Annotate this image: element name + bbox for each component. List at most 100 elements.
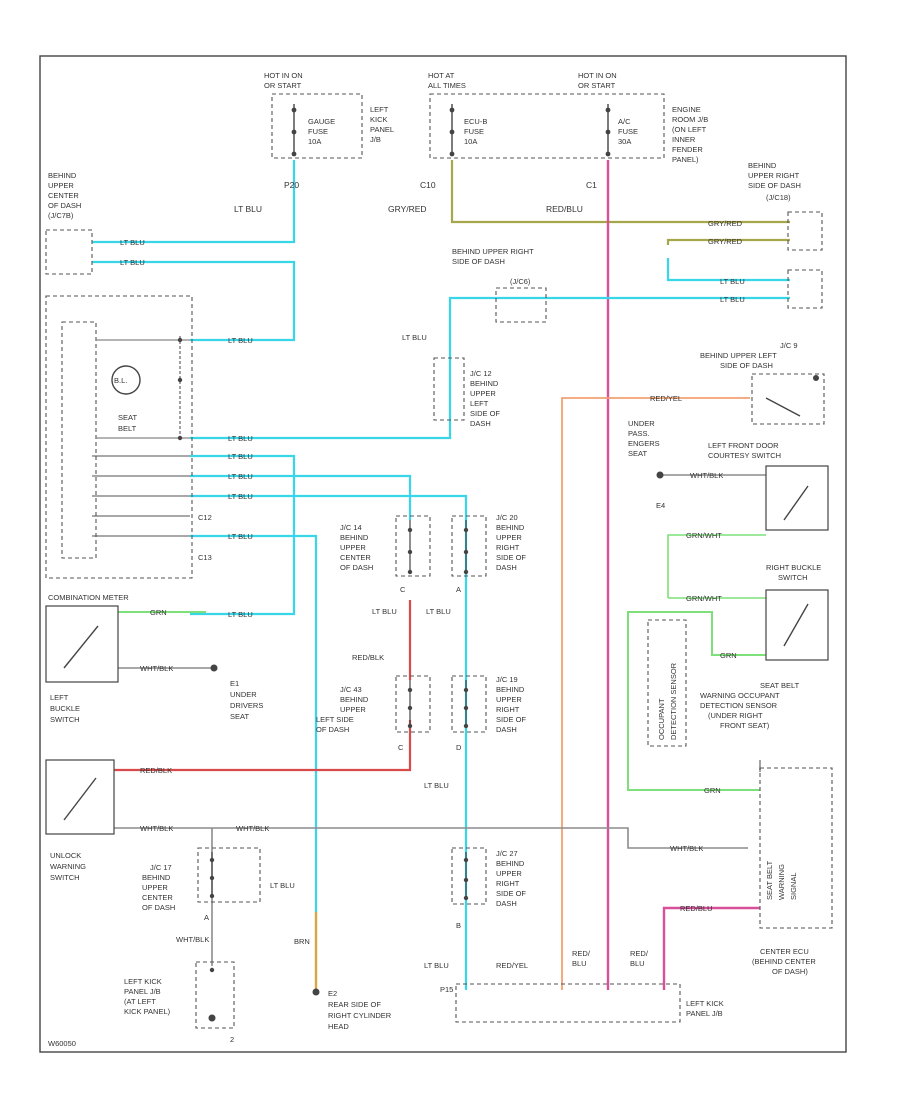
wire-red-blu-2 bbox=[662, 906, 760, 990]
svg-text:LT BLU: LT BLU bbox=[228, 610, 253, 619]
wire-grn-occ bbox=[627, 611, 766, 791]
wire-lt-blu-5 bbox=[190, 494, 468, 990]
svg-text:UNLOCK: UNLOCK bbox=[50, 851, 81, 860]
svg-text:(UNDER RIGHT: (UNDER RIGHT bbox=[708, 711, 763, 720]
svg-text:SIDE OF DASH: SIDE OF DASH bbox=[748, 181, 801, 190]
svg-text:ALL TIMES: ALL TIMES bbox=[428, 81, 466, 90]
svg-text:A: A bbox=[456, 585, 461, 594]
svg-text:KICK: KICK bbox=[370, 115, 388, 124]
svg-text:RIGHT: RIGHT bbox=[496, 879, 520, 888]
svg-text:J/C 27: J/C 27 bbox=[496, 849, 518, 858]
svg-text:UPPER: UPPER bbox=[340, 705, 366, 714]
svg-text:FUSE: FUSE bbox=[464, 127, 484, 136]
svg-text:30A: 30A bbox=[618, 137, 631, 146]
svg-text:OR START: OR START bbox=[264, 81, 302, 90]
svg-text:HOT IN ON: HOT IN ON bbox=[264, 71, 303, 80]
svg-text:SIDE OF DASH: SIDE OF DASH bbox=[452, 257, 505, 266]
svg-text:BEHIND: BEHIND bbox=[496, 523, 525, 532]
svg-text:SEAT: SEAT bbox=[230, 712, 249, 721]
svg-text:DASH: DASH bbox=[496, 725, 517, 734]
svg-text:PANEL): PANEL) bbox=[672, 155, 699, 164]
left-buckle-switch: COMBINATION METER GRN LT BLU WHT/BLK E1 … bbox=[45, 593, 263, 724]
svg-text:C: C bbox=[400, 585, 406, 594]
svg-text:FUSE: FUSE bbox=[618, 127, 638, 136]
jc20: J/C 20 BEHIND UPPER RIGHT SIDE OF DASH A… bbox=[426, 513, 526, 616]
svg-text:OF DASH: OF DASH bbox=[340, 563, 373, 572]
footer-code: W60050 bbox=[48, 1039, 76, 1048]
jc12: J/C 12 BEHIND UPPER LEFT SIDE OF DASH bbox=[433, 357, 500, 428]
svg-text:LT BLU: LT BLU bbox=[120, 258, 145, 267]
unlock-warning-switch: RED/BLK WHT/BLK WHT/BLK UNLOCK WARNING S… bbox=[45, 759, 269, 882]
svg-text:(ON LEFT: (ON LEFT bbox=[672, 125, 707, 134]
svg-text:SEAT BELT: SEAT BELT bbox=[765, 860, 774, 900]
svg-text:FUSE: FUSE bbox=[308, 127, 328, 136]
jc27: J/C 27 BEHIND UPPER RIGHT SIDE OF DASH B bbox=[451, 847, 526, 930]
svg-text:CENTER: CENTER bbox=[142, 893, 173, 902]
svg-text:DRIVERS: DRIVERS bbox=[230, 701, 263, 710]
svg-text:10A: 10A bbox=[308, 137, 321, 146]
svg-text:C1: C1 bbox=[586, 180, 597, 190]
wire-lt-blu-2 bbox=[92, 260, 296, 342]
svg-text:LT BLU: LT BLU bbox=[720, 277, 745, 286]
svg-text:LT BLU: LT BLU bbox=[228, 532, 253, 541]
svg-text:BEHIND: BEHIND bbox=[142, 873, 171, 882]
svg-text:WHT/BLK: WHT/BLK bbox=[140, 824, 173, 833]
svg-text:DASH: DASH bbox=[496, 563, 517, 572]
left-kick-jb-bottom: P15 LT BLU RED/YEL RED/ BLU RED/ BLU LEF… bbox=[424, 949, 724, 1023]
svg-text:WHT/BLK: WHT/BLK bbox=[176, 935, 209, 944]
svg-text:UPPER: UPPER bbox=[340, 543, 366, 552]
svg-text:(BEHIND CENTER: (BEHIND CENTER bbox=[752, 957, 816, 966]
svg-text:E2: E2 bbox=[328, 989, 337, 998]
wire-red-yel bbox=[561, 397, 750, 990]
svg-text:LT BLU: LT BLU bbox=[402, 333, 427, 342]
svg-text:SIDE OF: SIDE OF bbox=[470, 409, 500, 418]
svg-text:UPPER RIGHT: UPPER RIGHT bbox=[748, 171, 800, 180]
occupant-sensor: OCCUPANT DETECTION SENSOR SEAT BELT WARN… bbox=[647, 619, 800, 795]
svg-text:SIDE OF: SIDE OF bbox=[496, 553, 526, 562]
svg-text:J/C 14: J/C 14 bbox=[340, 523, 362, 532]
svg-text:P20: P20 bbox=[284, 180, 299, 190]
wire-gry-red-2 bbox=[666, 238, 790, 245]
svg-text:BEHIND: BEHIND bbox=[748, 161, 777, 170]
svg-text:WARNING: WARNING bbox=[777, 864, 786, 900]
svg-text:A: A bbox=[204, 913, 209, 922]
svg-text:J/C 19: J/C 19 bbox=[496, 675, 518, 684]
svg-text:UNDER: UNDER bbox=[230, 690, 257, 699]
svg-text:GRN/WHT: GRN/WHT bbox=[686, 531, 722, 540]
svg-text:BEHIND: BEHIND bbox=[470, 379, 499, 388]
jc9: J/C 9 BEHIND UPPER LEFT SIDE OF DASH RED… bbox=[650, 341, 825, 425]
svg-text:WHT/BLK: WHT/BLK bbox=[140, 664, 173, 673]
gray-wires bbox=[92, 455, 766, 966]
svg-text:UPPER: UPPER bbox=[48, 181, 74, 190]
svg-text:PANEL J/B: PANEL J/B bbox=[124, 987, 161, 996]
svg-text:LT BLU: LT BLU bbox=[270, 881, 295, 890]
svg-text:DASH: DASH bbox=[496, 899, 517, 908]
svg-text:SIDE OF: SIDE OF bbox=[496, 715, 526, 724]
svg-text:HEAD: HEAD bbox=[328, 1022, 349, 1031]
svg-text:ENGERS: ENGERS bbox=[628, 439, 660, 448]
svg-text:GRN/WHT: GRN/WHT bbox=[686, 594, 722, 603]
svg-text:OF DASH: OF DASH bbox=[316, 725, 349, 734]
svg-text:OR START: OR START bbox=[578, 81, 616, 90]
svg-text:LEFT: LEFT bbox=[470, 399, 489, 408]
svg-text:(J/C18): (J/C18) bbox=[766, 193, 791, 202]
svg-text:(AT LEFT: (AT LEFT bbox=[124, 997, 156, 1006]
svg-text:C12: C12 bbox=[198, 513, 212, 522]
svg-text:ENGINE: ENGINE bbox=[672, 105, 701, 114]
svg-text:OF DASH): OF DASH) bbox=[772, 967, 808, 976]
wire-gry-red bbox=[450, 160, 790, 224]
wire-lt-blu-right bbox=[666, 258, 790, 282]
svg-text:LEFT: LEFT bbox=[370, 105, 389, 114]
svg-text:CENTER ECU: CENTER ECU bbox=[760, 947, 809, 956]
wire-lt-blu-6 bbox=[190, 534, 318, 912]
svg-text:C10: C10 bbox=[420, 180, 436, 190]
svg-text:GRY/RED: GRY/RED bbox=[708, 237, 743, 246]
jc14: J/C 14 BEHIND UPPER CENTER OF DASH C LT … bbox=[340, 515, 431, 662]
svg-text:J/C 20: J/C 20 bbox=[496, 513, 518, 522]
svg-text:FRONT SEAT): FRONT SEAT) bbox=[720, 721, 770, 730]
svg-text:BEHIND: BEHIND bbox=[340, 533, 369, 542]
svg-text:BEHIND: BEHIND bbox=[48, 171, 77, 180]
svg-text:BEHIND: BEHIND bbox=[496, 859, 525, 868]
diagram-frame bbox=[39, 55, 847, 1053]
